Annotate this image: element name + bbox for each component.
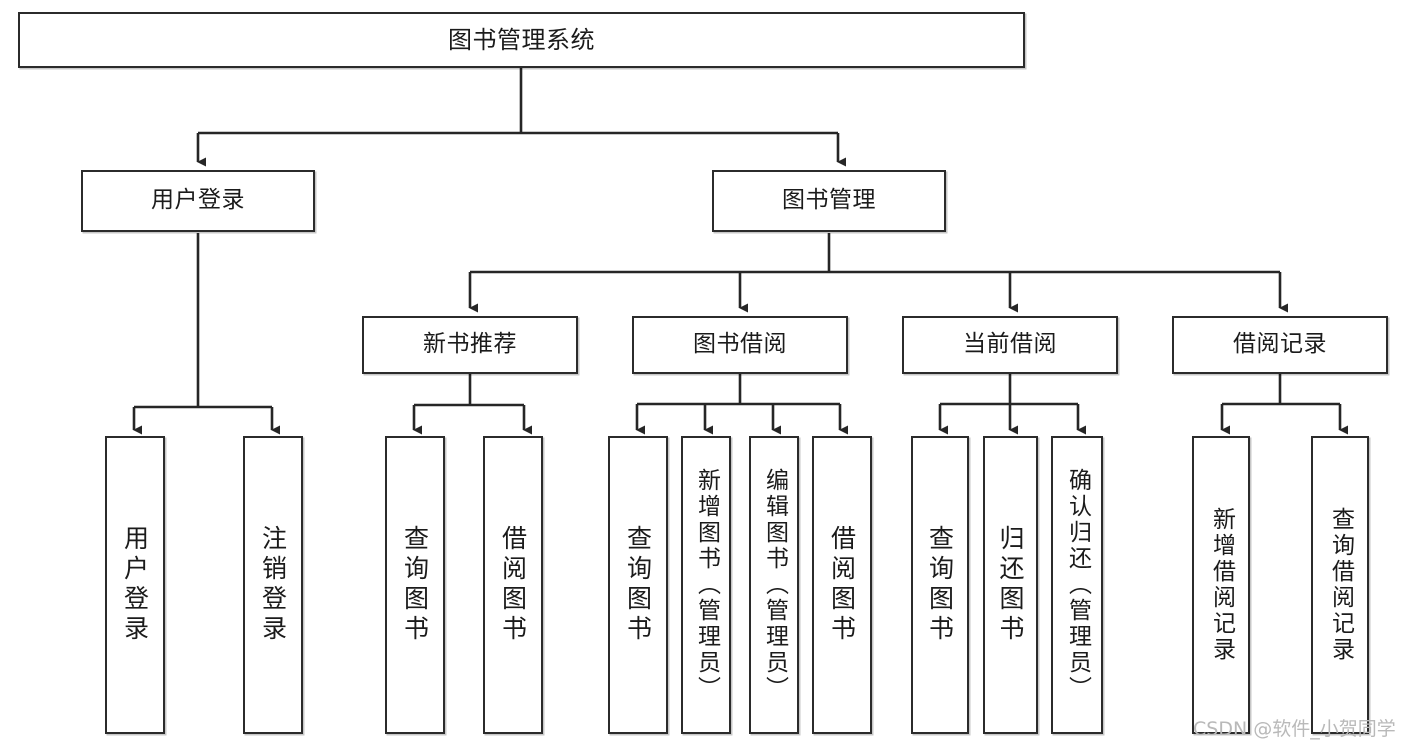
leaf-confirm-return-admin[interactable]: 确认归还（管理员） [1051,436,1103,734]
node-label: 用户登录 [120,525,150,645]
node-label: 查询借阅记录 [1327,507,1354,663]
node-label: 用户登录 [151,187,245,214]
leaf-query-book-borrow[interactable]: 查询图书 [608,436,668,734]
node-label: 新增图书（管理员） [693,468,720,702]
node-label: 编辑图书（管理员） [761,468,788,702]
node-book-borrow[interactable]: 图书借阅 [632,316,848,374]
node-label: 查询图书 [623,525,653,645]
csdn-watermark: CSDN @软件_小贺同学 [1193,718,1396,740]
node-new-book-recommend[interactable]: 新书推荐 [362,316,578,374]
node-label: 查询图书 [400,525,430,645]
leaf-query-book-current[interactable]: 查询图书 [911,436,969,734]
node-current-borrow[interactable]: 当前借阅 [902,316,1118,374]
node-label: 当前借阅 [963,331,1057,358]
node-label: 注销登录 [258,525,288,645]
node-label: 新增借阅记录 [1208,507,1235,663]
node-label: 借阅图书 [827,525,857,645]
leaf-logout-login[interactable]: 注销登录 [243,436,303,734]
node-book-management[interactable]: 图书管理 [712,170,946,232]
node-label: 借阅记录 [1233,331,1327,358]
node-borrow-record[interactable]: 借阅记录 [1172,316,1388,374]
leaf-borrow-book-borrow[interactable]: 借阅图书 [812,436,872,734]
leaf-edit-book-admin[interactable]: 编辑图书（管理员） [749,436,799,734]
leaf-return-book[interactable]: 归还图书 [983,436,1038,734]
leaf-add-book-admin[interactable]: 新增图书（管理员） [681,436,731,734]
leaf-add-borrow-record[interactable]: 新增借阅记录 [1192,436,1250,734]
node-label: 图书管理 [782,187,876,214]
leaf-query-borrow-record[interactable]: 查询借阅记录 [1311,436,1369,734]
node-label: 图书管理系统 [448,25,595,54]
node-label: 图书借阅 [693,331,787,358]
node-root-book-management-system[interactable]: 图书管理系统 [18,12,1025,68]
leaf-borrow-book-recommend[interactable]: 借阅图书 [483,436,543,734]
node-label: 查询图书 [925,525,955,645]
node-label: 借阅图书 [498,525,528,645]
node-label: 新书推荐 [423,331,517,358]
node-label: 确认归还（管理员） [1064,468,1091,702]
node-user-login[interactable]: 用户登录 [81,170,315,232]
node-label: 归还图书 [996,525,1025,645]
leaf-query-book-recommend[interactable]: 查询图书 [385,436,445,734]
leaf-user-login[interactable]: 用户登录 [105,436,165,734]
